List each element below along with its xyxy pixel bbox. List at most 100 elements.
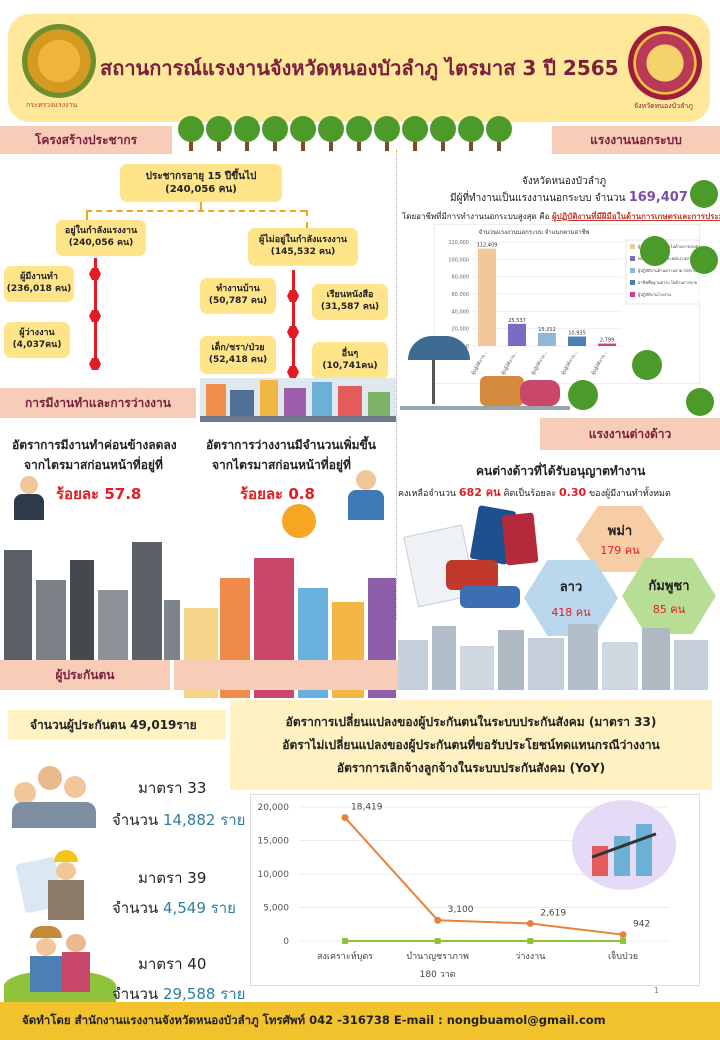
hex-node [287, 366, 299, 378]
workers-group-icon [12, 762, 96, 828]
hex-node [287, 326, 299, 338]
page-title: สถานการณ์แรงงานจังหวัดหนองบัวลำภู ไตรมาส… [100, 56, 619, 80]
pop-inlabor-value: (240,056 คน) [68, 238, 134, 248]
pop-housework-box: ทำงานบ้าน (50,787 คน) [200, 278, 276, 314]
section-insured-tag: ผู้ประกันตน [0, 660, 170, 690]
s33-value: 14,882 ราย [162, 811, 246, 829]
province-seal-text: จังหวัดหนองบัวลำภู [634, 102, 693, 110]
x-tick-label: บำนาญชราภาพ [406, 951, 469, 962]
myanmar-count: 179 คน [600, 543, 640, 557]
tree-icon [632, 350, 662, 380]
y-tick-label: 15,000 [258, 837, 290, 847]
connector [86, 210, 306, 212]
bar-value-label: 2,799 [600, 338, 614, 344]
rates-line1: อัตราการเปลี่ยนแปลงของผู้ประกันตนในระบบป… [285, 714, 657, 729]
chart-decor-circle [572, 800, 676, 890]
y-tick-label: 80,000 [452, 275, 470, 281]
bar-value-label: 15,212 [538, 327, 556, 333]
pop-children-value: (52,418 คน) [208, 355, 268, 365]
section-foreign-tag: แรงงานต่างด้าว [540, 418, 720, 450]
informal-count: 169,407 [628, 190, 688, 205]
myanmar-name: พม่า [607, 523, 633, 539]
connector [200, 202, 202, 210]
tree-icon [690, 246, 718, 274]
legend-swatch [630, 292, 635, 297]
s39-prefix: จำนวน [112, 899, 159, 917]
legend-label: พนักงานบริการและพนักงานขายในร้านค้า [638, 256, 700, 261]
data-point [526, 919, 534, 927]
s39-row: จำนวน 4,549 ราย [112, 896, 236, 920]
data-value-label: 2,619 [540, 908, 566, 918]
ministry-logo [22, 24, 96, 98]
tree-icon [318, 116, 344, 142]
tree-icon [690, 180, 718, 208]
y-tick-label: 20,000 [258, 803, 290, 813]
y-tick-label: 60,000 [452, 292, 470, 298]
s40-label: มาตรา 40 [138, 955, 207, 973]
foreign-summary-suffix: ของผู้มีงานทำทั้งหมด [589, 489, 671, 499]
section-informal-tag: แรงงานนอกระบบ [552, 126, 720, 154]
tree-icon [290, 116, 316, 142]
bar-value-label: 10,935 [568, 331, 586, 337]
tree-icon [686, 388, 714, 416]
y-tick-label: 10,000 [258, 870, 290, 880]
s39-label: มาตรา 39 [138, 869, 207, 887]
divider [396, 150, 397, 620]
emp-rate-text2: จากไตรมาสก่อนหน้าที่อยู่ที่ [24, 458, 163, 472]
worker-icon [346, 470, 386, 520]
tree-icon [374, 116, 400, 142]
baseline-point [620, 938, 626, 944]
bar [508, 323, 526, 346]
y-tick-label: 5,000 [263, 904, 289, 914]
engineer-icon [14, 850, 94, 920]
unemp-rate-value: ร้อยละ 0.8 [240, 485, 315, 503]
rates-line3: อัตราการเลิกจ้างลูกจ้างในระบบประกันสังคม… [336, 760, 606, 775]
pop-notinlabor-label: ผู้ไม่อยู่ในกำลังแรงงาน [258, 235, 347, 246]
emp-rate-value: ร้อยละ 57.8 [56, 485, 142, 503]
cambodia-count: 85 คน [652, 602, 686, 616]
foreign-summary: คงเหลือจำนวน 682 คน คิดเป็นร้อยละ 0.30 ข… [398, 483, 671, 501]
informal-province: จังหวัดหนองบัวลำภู [522, 176, 607, 187]
pop-students-label: เรียนหนังสือ [326, 290, 374, 301]
section-insured-bar [174, 660, 400, 690]
baseline-point [434, 938, 441, 944]
foreign-count: 682 คน [458, 486, 501, 499]
s40-prefix: จำนวน [112, 985, 159, 1003]
section-employment-tag: การมีงานทำและการว่างงาน [0, 388, 196, 418]
ministry-logo-text: กระทรวงแรงงาน [26, 101, 78, 109]
s33-prefix: จำนวน [112, 811, 159, 829]
laos-hex: ลาว 418 คน [524, 560, 618, 636]
bar-value-label: 112,409 [477, 243, 498, 249]
x-tick-label: เจ็บป่วย [608, 949, 638, 962]
businessman-icon [12, 476, 46, 520]
tree-icon [178, 116, 204, 142]
pop-inlabor-box: อยู่ในกำลังแรงงาน (240,056 คน) [56, 220, 146, 256]
data-point [619, 931, 627, 939]
pop-notinlabor-box: ผู้ไม่อยู่ในกำลังแรงงาน (145,532 คน) [248, 228, 358, 266]
unemp-rate-text1: อัตราการว่างงานมีจำนวนเพิ่มขึ้น [206, 438, 376, 452]
y-tick-label: 20,000 [452, 327, 470, 333]
pop-employed-value: (236,018 คน) [6, 284, 72, 294]
data-point [341, 814, 349, 822]
tree-icon [346, 116, 372, 142]
pop-students-value: (31,587 คน) [320, 302, 380, 312]
bar [568, 336, 586, 346]
pop-children-box: เด็ก/ชรา/ป่วย (52,418 คน) [200, 336, 276, 374]
bar-value-label: 25,537 [508, 318, 526, 324]
tree-icon [206, 116, 232, 142]
pop-notinlabor-value: (145,532 คน) [270, 247, 336, 257]
y-tick-label: 100,000 [448, 257, 469, 263]
emp-rate-text1: อัตราการมีงานทำค่อนข้างลดลง [12, 438, 177, 452]
informal-top-occupation: ผู้ปฏิบัติงานที่มีฝีมือในด้านการเกษตรและ… [551, 212, 720, 221]
tree-icon [640, 236, 670, 266]
street-vendor-illustration [400, 336, 570, 416]
insured-total: จำนวนผู้ประกันตน 49,019ราย [8, 710, 226, 740]
pop-employed-box: ผู้มีงานทำ (236,018 คน) [4, 266, 74, 302]
tree-row [178, 116, 538, 156]
pop-housework-label: ทำงานบ้าน [216, 284, 260, 295]
x-tick-label: สงเคราะห์บุตร [317, 950, 373, 962]
legend-swatch [630, 256, 635, 261]
pop-unemployed-box: ผู้ว่างงาน (4,037คน) [4, 322, 70, 358]
tree-icon [402, 116, 428, 142]
laos-count: 418 คน [551, 605, 591, 619]
